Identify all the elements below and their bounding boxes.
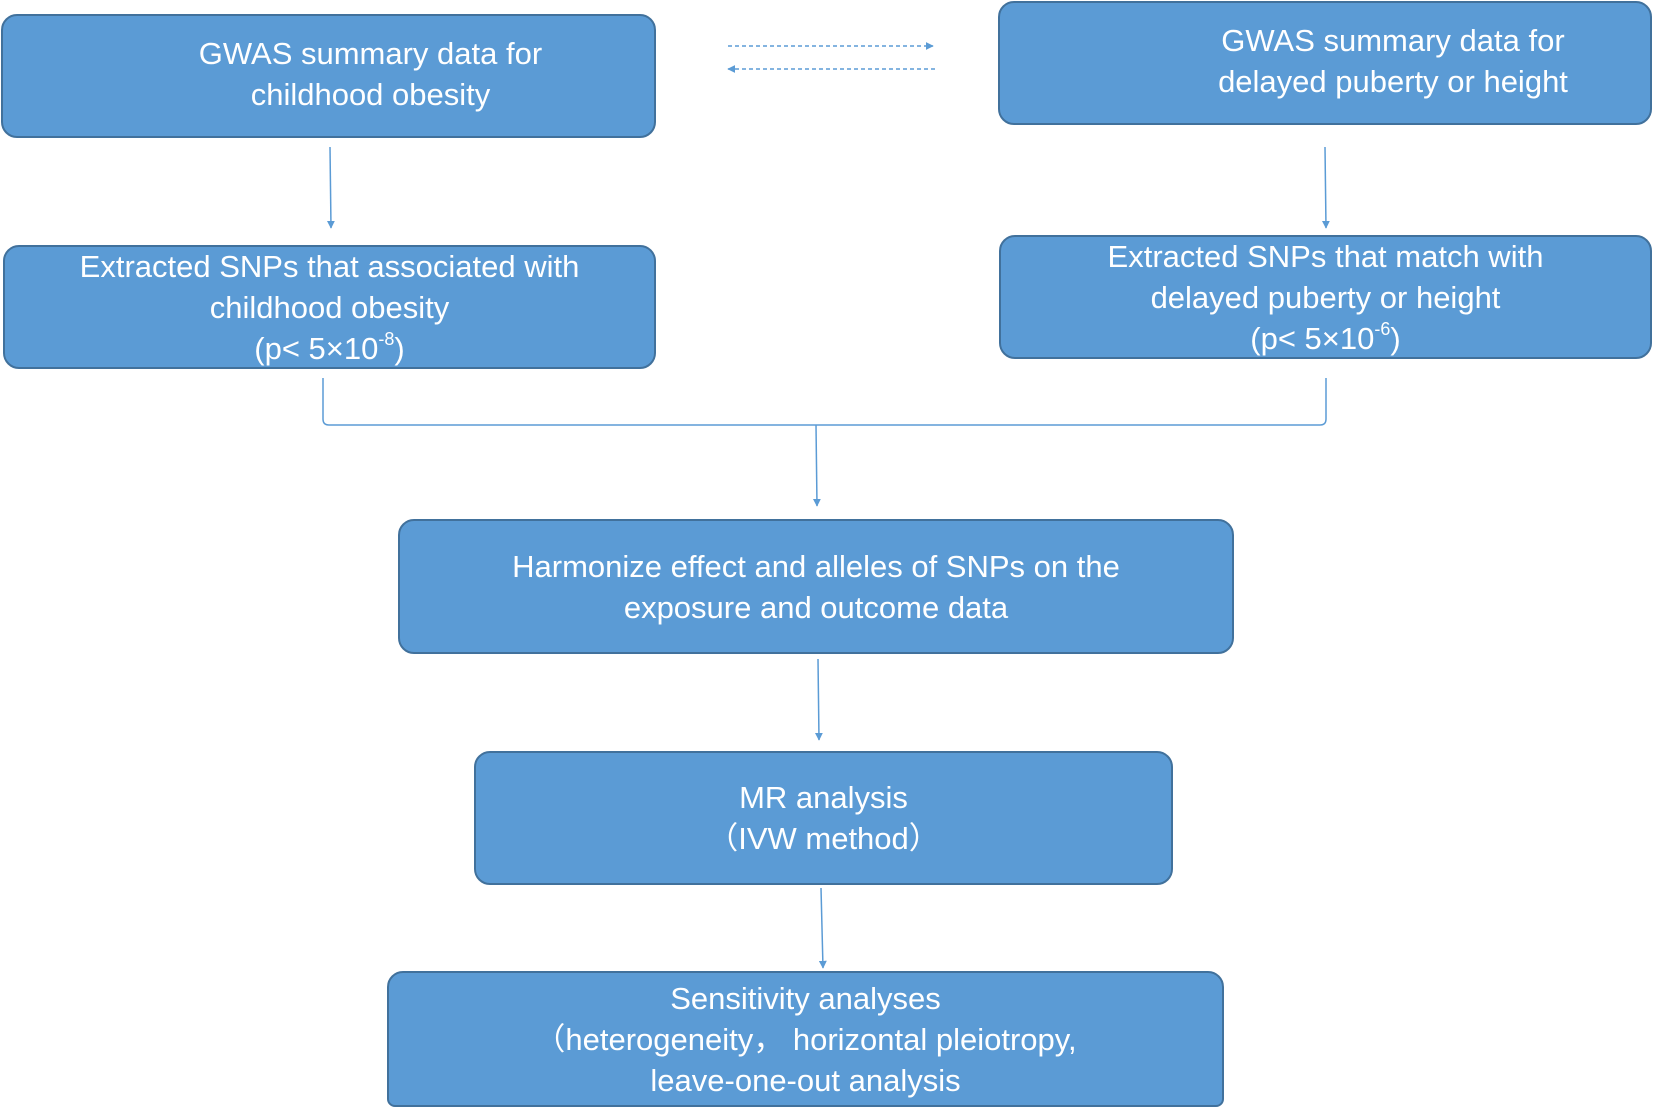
gwas-childhood-obesity-content: GWAS summary data for childhood obesity	[199, 33, 542, 115]
mr-analysis-line-2: （IVW method）	[707, 821, 940, 856]
arrow-gwas-obesity-to-snps	[326, 146, 335, 229]
harmonize-line-2: exposure and outcome data	[623, 589, 1009, 625]
threshold-exponent: -6	[1374, 319, 1391, 340]
snps-delayed-puberty-box: Extracted SNPs that match with delayed p…	[999, 235, 1652, 359]
snps-delayed-puberty-line-1: Extracted SNPs that match with	[1107, 238, 1544, 274]
sensitivity-line-3: leave-one-out analysis	[650, 1062, 961, 1098]
snps-delayed-puberty-line-2: delayed puberty or height	[1150, 279, 1501, 315]
threshold-exponent: -8	[378, 329, 395, 350]
threshold-suffix: )	[1390, 320, 1401, 356]
snps-childhood-obesity-line-2: childhood obesity	[209, 289, 450, 325]
gwas-delayed-puberty-line-2: delayed puberty or height	[1218, 64, 1568, 99]
harmonize-line-1: Harmonize effect and alleles of SNPs on …	[512, 548, 1120, 584]
snps-childhood-obesity-line-1: Extracted SNPs that associated with	[79, 248, 580, 284]
snps-childhood-obesity-threshold: (p< 5×10-8)	[254, 328, 404, 369]
snps-delayed-puberty-threshold: (p< 5×10-6)	[1250, 318, 1400, 359]
threshold-suffix: )	[394, 330, 405, 366]
arrow-merge-to-harmonize	[812, 424, 821, 507]
gwas-childhood-obesity-line-2: childhood obesity	[250, 77, 491, 112]
gwas-childhood-obesity-line-1: GWAS summary data for	[198, 36, 543, 71]
arrow-harmonize-to-mr	[814, 658, 823, 741]
sensitivity-analyses-box: Sensitivity analyses （heterogeneity， hor…	[387, 971, 1224, 1107]
snps-childhood-obesity-box: Extracted SNPs that associated with chil…	[3, 245, 656, 369]
sensitivity-line-2: （heterogeneity， horizontal pleiotropy,	[534, 1021, 1077, 1057]
mr-analysis-line-1: MR analysis	[739, 780, 908, 815]
sensitivity-line-1: Sensitivity analyses	[670, 980, 941, 1016]
threshold-prefix: (p< 5×10	[254, 330, 379, 366]
arrow-mr-to-sensitivity	[818, 887, 827, 969]
gwas-delayed-puberty-content: GWAS summary data for delayed puberty or…	[1218, 20, 1568, 102]
merge-bracket-connector	[322, 378, 1327, 426]
harmonize-box: Harmonize effect and alleles of SNPs on …	[398, 519, 1234, 654]
threshold-prefix: (p< 5×10	[1250, 320, 1375, 356]
gwas-delayed-puberty-line-1: GWAS summary data for	[1221, 23, 1565, 58]
mr-analysis-box: MR analysis （IVW method）	[474, 751, 1173, 885]
gwas-delayed-puberty-box: GWAS summary data for delayed puberty or…	[998, 1, 1652, 125]
gwas-childhood-obesity-box: GWAS summary data for childhood obesity	[1, 14, 656, 138]
arrow-gwas-puberty-to-snps	[1321, 146, 1330, 229]
